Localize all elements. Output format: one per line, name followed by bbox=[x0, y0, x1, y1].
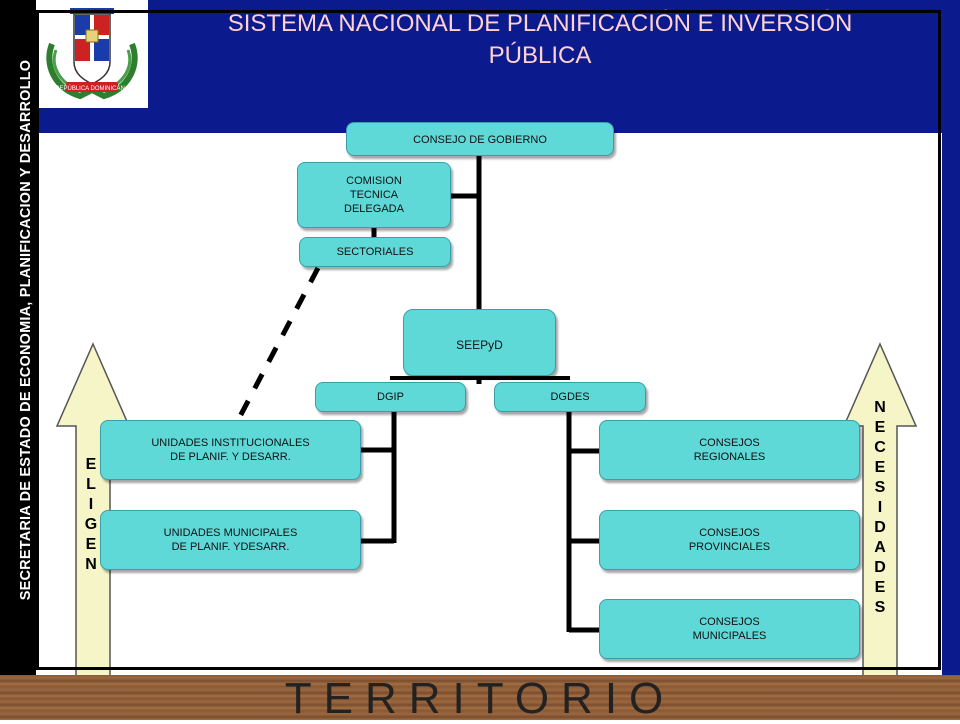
right-arrow-letter: E bbox=[874, 459, 886, 476]
footer-wood-band bbox=[0, 675, 960, 720]
right-arrow-letter: S bbox=[874, 599, 886, 616]
node-label: DGDES bbox=[550, 391, 590, 403]
node-label: UNIDADES MUNICIPALES DE PLANIF. YDESARR. bbox=[164, 526, 298, 554]
node-label: CONSEJOS PROVINCIALES bbox=[689, 526, 770, 554]
left-side-band bbox=[0, 0, 36, 675]
title-line-2: PÚBLICA bbox=[488, 42, 592, 69]
coat-of-arms-ribbon: REPÚBLICA DOMINICANA bbox=[55, 85, 129, 92]
node-comision-tecnica-delegada: COMISION TECNICA DELEGADA bbox=[297, 162, 451, 228]
node-consejos-municipales: CONSEJOS MUNICIPALES bbox=[599, 599, 860, 659]
page-title: SISTEMA NACIONAL DE PLANIFICACIÓN E INVE… bbox=[160, 8, 920, 72]
node-label: UNIDADES INSTITUCIONALES DE PLANIF. Y DE… bbox=[151, 436, 309, 464]
node-consejos-provinciales: CONSEJOS PROVINCIALES bbox=[599, 510, 860, 570]
node-label-line: PROVINCIALES bbox=[688, 541, 771, 553]
node-label-line: COMISION bbox=[346, 175, 402, 187]
node-label-line: DE PLANIF. YDESARR. bbox=[171, 541, 290, 553]
right-arrow-text: N E C E S I D A D E S bbox=[865, 398, 895, 618]
node-label-line: DELEGADA bbox=[344, 203, 404, 215]
right-arrow-letter: A bbox=[874, 539, 886, 556]
node-label-line: CONSEJOS bbox=[699, 437, 760, 449]
right-arrow-letter: D bbox=[874, 519, 886, 536]
node-unidades-institucionales: UNIDADES INSTITUCIONALES DE PLANIF. Y DE… bbox=[100, 420, 361, 480]
node-label: CONSEJOS REGIONALES bbox=[694, 436, 766, 464]
node-consejos-regionales: CONSEJOS REGIONALES bbox=[599, 420, 860, 480]
node-sectoriales: SECTORIALES bbox=[299, 237, 451, 267]
node-label: SECTORIALES bbox=[336, 246, 414, 258]
node-label-line: MUNICIPALES bbox=[692, 630, 767, 642]
node-label-line: CONSEJOS bbox=[699, 527, 760, 539]
node-seepyd: SEEPyD bbox=[403, 309, 556, 376]
node-unidades-municipales: UNIDADES MUNICIPALES DE PLANIF. YDESARR. bbox=[100, 510, 361, 570]
node-label-line: REGIONALES bbox=[693, 451, 766, 463]
node-label: CONSEJO DE GOBIERNO bbox=[413, 134, 547, 146]
node-consejo-de-gobierno: CONSEJO DE GOBIERNO bbox=[346, 122, 614, 156]
right-edge-band bbox=[942, 133, 960, 675]
node-label: COMISION TECNICA DELEGADA bbox=[344, 174, 404, 216]
left-arrow-letter: N bbox=[85, 556, 97, 573]
right-arrow-letter: E bbox=[874, 579, 886, 596]
node-label: SEEPyD bbox=[456, 338, 503, 352]
right-arrow-letter: D bbox=[874, 559, 886, 576]
node-label-line: DE PLANIF. Y DESARR. bbox=[170, 451, 291, 463]
footer-text: TERRITORIO bbox=[284, 674, 676, 723]
right-arrow-letter: N bbox=[874, 399, 886, 416]
node-label-line: UNIDADES INSTITUCIONALES bbox=[151, 437, 310, 449]
left-arrow-letter: G bbox=[84, 516, 98, 533]
node-label-line: CONSEJOS bbox=[699, 616, 760, 628]
node-dgdes: DGDES bbox=[494, 382, 646, 412]
node-label-line: UNIDADES MUNICIPALES bbox=[163, 527, 298, 539]
node-dgip: DGIP bbox=[315, 382, 466, 412]
header-band bbox=[36, 0, 960, 133]
right-arrow-letter: C bbox=[874, 439, 886, 456]
dashed-connector-sectoriales-unidades bbox=[233, 266, 321, 426]
left-arrow-letter: E bbox=[85, 536, 97, 553]
left-arrow-letter: E bbox=[85, 456, 97, 473]
node-label: CONSEJOS MUNICIPALES bbox=[693, 615, 767, 643]
node-label: DGIP bbox=[377, 391, 404, 403]
left-arrow-letter: L bbox=[86, 476, 96, 493]
node-label-line: TECNICA bbox=[349, 189, 399, 201]
title-line-1: SISTEMA NACIONAL DE PLANIFICACIÓN E INVE… bbox=[227, 10, 853, 37]
right-arrow-letter: I bbox=[877, 499, 883, 516]
left-arrow-letter: I bbox=[88, 496, 94, 513]
right-arrow-letter: E bbox=[874, 419, 886, 436]
left-arrow-text: E L I G E N bbox=[76, 455, 106, 575]
right-arrow-letter: S bbox=[874, 479, 886, 496]
